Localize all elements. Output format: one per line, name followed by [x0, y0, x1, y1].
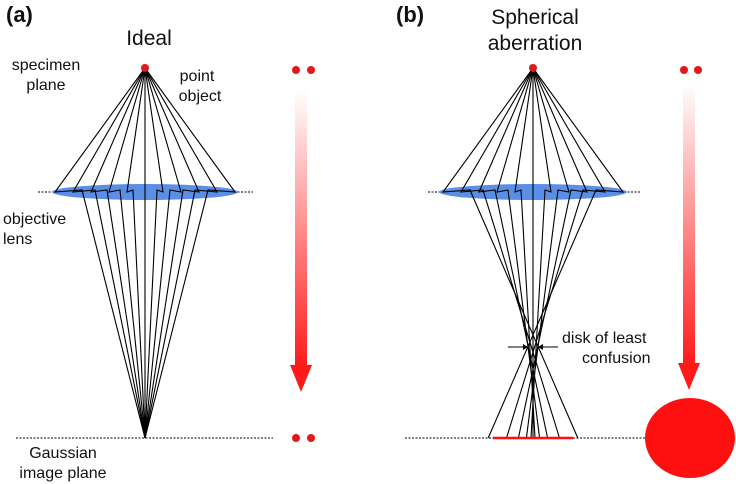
objective-lens-label-line2: lens [3, 231, 32, 248]
progress-arrow-shaft-a [295, 90, 307, 367]
two-point-marker-a [307, 66, 315, 74]
ray-a [108, 67, 146, 439]
two-point-marker-b [680, 66, 688, 74]
panel-a-label: (a) [6, 2, 33, 27]
panel-b-title-line1: Spherical [491, 6, 579, 29]
disk-label-line1: disk of least [562, 330, 647, 347]
progress-arrowhead-b [678, 363, 700, 390]
ray-a [144, 67, 200, 439]
point-object-a [141, 64, 149, 72]
two-point-marker-a [292, 434, 300, 442]
disk-label-line2: confusion [582, 350, 651, 367]
ray-a [126, 67, 146, 439]
ray-a [144, 67, 219, 439]
ray-a [53, 67, 146, 439]
ray-a [90, 67, 146, 439]
ray-b [505, 67, 607, 439]
image-plane-label-line2: image plane [19, 465, 106, 482]
image-plane-label-line1: Gaussian [29, 445, 97, 462]
ray-b [530, 67, 552, 439]
objective-lens-label-line1: objective [3, 211, 66, 228]
progress-arrowhead-a [290, 365, 312, 392]
disk-marker-right-head [538, 344, 543, 350]
ray-b [514, 67, 536, 439]
ray-b [517, 67, 588, 439]
ray-a [144, 67, 164, 439]
point-object-label-line1: point [180, 68, 215, 85]
two-point-marker-b [694, 66, 702, 74]
ray-a [71, 67, 146, 439]
point-object-b [529, 64, 537, 72]
panel-b-label: (b) [396, 2, 424, 27]
panel-a-title: Ideal [126, 27, 172, 50]
specimen-plane-label-line1: specimen [12, 57, 80, 74]
specimen-plane-label-line2: plane [26, 77, 65, 94]
progress-arrow-shaft-b [683, 83, 695, 365]
ray-a [144, 67, 182, 439]
ray-b [478, 67, 549, 439]
ray-a [144, 67, 237, 439]
two-point-marker-a [307, 434, 315, 442]
panel-b-title-line2: aberration [488, 32, 583, 55]
ray-b [487, 67, 625, 439]
ray-b [459, 67, 561, 439]
disk-marker-left-head [523, 344, 528, 350]
point-object-label-line2: object [179, 88, 222, 105]
blurred-disk-result-b [645, 398, 735, 478]
ray-b [496, 67, 541, 439]
two-point-marker-a [292, 66, 300, 74]
